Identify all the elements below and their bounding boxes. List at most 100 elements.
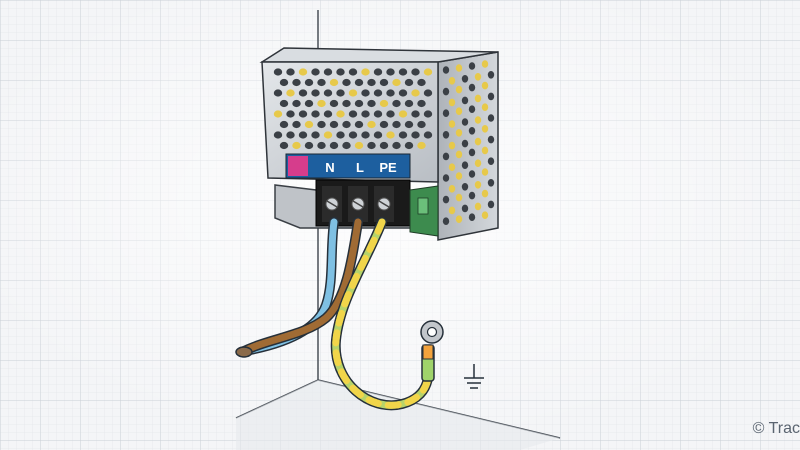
vent-hole <box>367 78 376 87</box>
vent-hole <box>474 137 482 146</box>
vent-hole <box>379 141 389 150</box>
vent-hole <box>379 78 389 87</box>
vent-hole <box>455 172 463 180</box>
vent-hole <box>286 110 295 118</box>
vent-hole <box>411 89 420 97</box>
vent-hole <box>423 68 433 76</box>
vent-hole <box>468 127 476 135</box>
ring-terminal-icon <box>420 320 444 382</box>
vent-hole <box>348 110 358 118</box>
vent-hole <box>455 107 463 115</box>
vent-hole <box>468 191 476 200</box>
vent-hole <box>286 68 295 76</box>
vent-hole <box>373 68 383 76</box>
vent-hole <box>354 78 364 87</box>
vent-hole <box>448 185 456 193</box>
vent-hole <box>386 110 395 118</box>
wires <box>235 217 433 411</box>
vent-hole <box>398 89 408 97</box>
vent-hole <box>468 148 476 157</box>
screw-icon <box>325 197 339 211</box>
vent-hole <box>323 68 333 76</box>
vent-hole <box>398 68 408 76</box>
vent-hole <box>336 89 345 97</box>
vent-hole <box>481 146 489 155</box>
screw-icon <box>351 197 365 211</box>
vent-hole <box>404 99 414 108</box>
vent-hole <box>317 141 326 150</box>
vent-hole <box>474 73 482 81</box>
vent-hole <box>348 68 358 76</box>
vent-hole <box>279 99 289 108</box>
vent-hole <box>411 68 420 76</box>
vent-hole <box>417 78 426 87</box>
vent-hole <box>279 141 289 150</box>
vent-hole <box>455 64 463 72</box>
vent-hole <box>474 116 482 124</box>
vent-hole <box>423 89 433 97</box>
vent-hole <box>279 78 289 87</box>
vent-hole <box>342 78 351 87</box>
vent-hole <box>417 99 426 108</box>
vent-hole <box>311 131 320 139</box>
vent-hole <box>487 71 495 79</box>
vent-hole <box>461 75 469 83</box>
vent-hole <box>455 85 463 94</box>
vent-hole <box>361 68 370 76</box>
vent-hole <box>474 159 482 167</box>
vent-hole <box>336 68 345 76</box>
vent-hole <box>481 60 489 68</box>
vent-hole <box>442 131 450 139</box>
vent-hole <box>404 141 414 150</box>
vent-hole <box>392 141 401 150</box>
vent-hole <box>336 110 345 118</box>
vent-hole <box>461 161 469 169</box>
vent-hole <box>487 92 495 101</box>
vent-hole <box>354 141 364 150</box>
power-supply-unit: N L PE <box>259 47 499 241</box>
vent-hole <box>474 181 482 189</box>
vent-hole <box>373 131 383 139</box>
vent-hole <box>273 89 283 97</box>
vent-hole <box>342 99 351 108</box>
vent-hole <box>348 131 358 139</box>
screw-icon <box>377 197 391 211</box>
vent-hole <box>311 68 320 76</box>
vent-hole <box>386 68 395 76</box>
vent-hole <box>361 131 370 139</box>
vent-hole <box>273 68 283 76</box>
vent-hole <box>487 157 495 165</box>
vent-hole <box>461 96 469 105</box>
vent-hole <box>442 87 450 96</box>
vent-hole <box>311 110 320 118</box>
label-accent-marker <box>288 156 308 176</box>
vent-hole <box>386 131 395 139</box>
vent-hole <box>487 114 495 122</box>
vent-hole <box>468 105 476 113</box>
vent-hole <box>411 110 420 118</box>
vent-hole <box>329 78 339 87</box>
vent-hole <box>304 99 314 108</box>
vent-hole <box>361 110 370 118</box>
wire-end-cap <box>235 346 253 358</box>
front-vent-holes <box>273 68 433 150</box>
vent-hole <box>336 131 345 139</box>
vent-hole <box>474 94 482 103</box>
vent-hole <box>481 211 489 219</box>
vent-hole <box>317 78 326 87</box>
vent-hole <box>286 89 295 97</box>
vent-hole <box>468 83 476 92</box>
vent-hole <box>481 103 489 111</box>
vent-hole <box>323 110 333 118</box>
vent-hole <box>392 78 401 87</box>
vent-hole <box>279 120 289 129</box>
vent-hole <box>398 110 408 118</box>
terminal-label-n: N <box>325 160 334 175</box>
terminal-label-strip: N L PE <box>285 153 411 179</box>
vent-hole <box>379 99 389 108</box>
vent-hole <box>455 129 463 137</box>
vent-hole <box>311 89 320 97</box>
vent-hole <box>354 99 364 108</box>
